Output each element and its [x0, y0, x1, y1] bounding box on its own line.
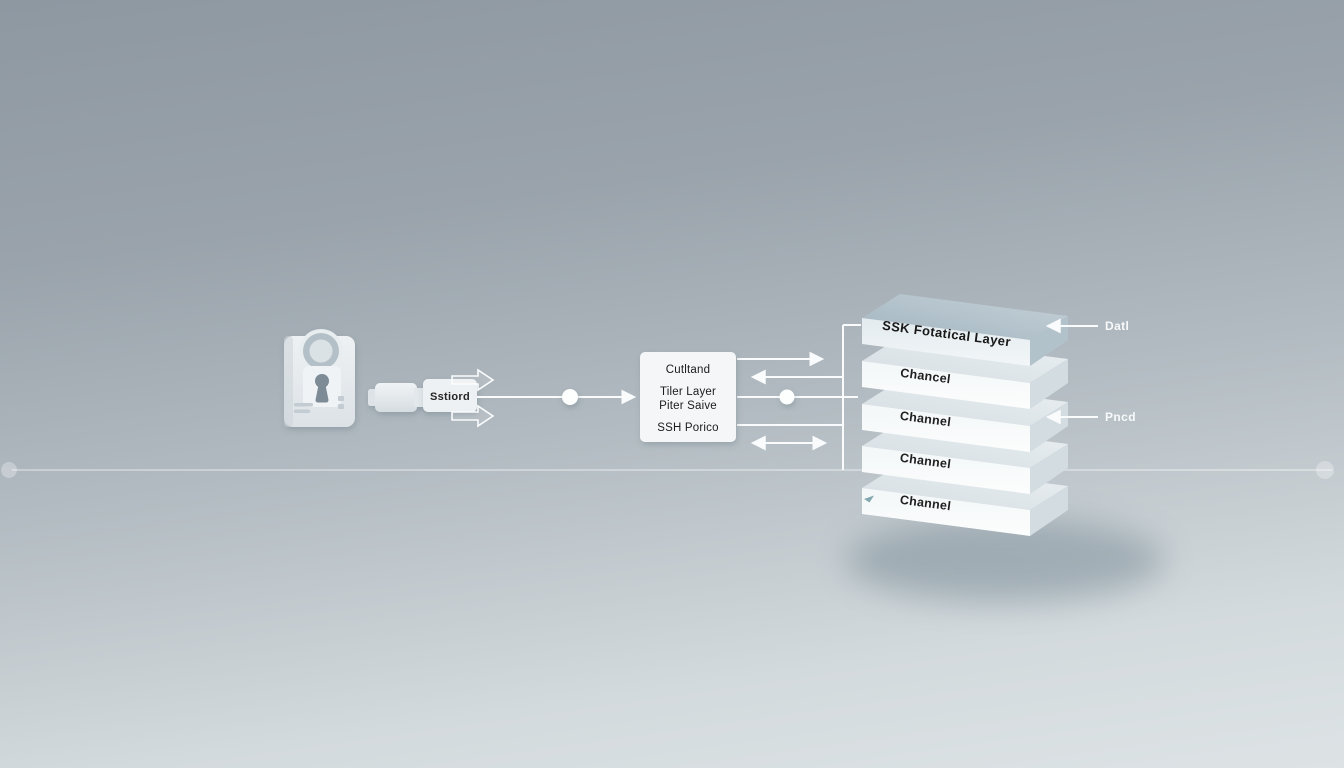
small-arrow-icon — [864, 495, 874, 503]
stack-layer-4-label: Channel — [899, 451, 952, 472]
client-box-line-4: SSH Porico — [657, 422, 718, 434]
callout-data-label: Datl — [1105, 319, 1129, 333]
usb-plug-icon — [368, 383, 430, 412]
lock-ring-icon — [299, 329, 343, 373]
flow-dot-right — [779, 389, 795, 405]
stack-layer-5-label: Channel — [899, 493, 952, 514]
protocol-stack: Channel Channel Channel Chancel — [862, 294, 1068, 536]
keyhole-icon — [303, 366, 341, 407]
client-box-line-2: Tiler Layer — [660, 386, 716, 398]
client-box-line-1: Cutltand — [666, 364, 710, 376]
client-box-line-3: Piter Saive — [659, 400, 717, 412]
baseline-line — [1, 461, 1334, 479]
baseline-left-dot — [1, 462, 17, 478]
flow-dot-left — [562, 389, 578, 405]
token-label: Sstiord — [430, 391, 470, 403]
token-label-box: Sstiord — [423, 379, 477, 412]
stack-layer-3-label: Channel — [899, 409, 952, 430]
client-protocol-box: Cutltand Tiler Layer Piter Saive SSH Por… — [640, 352, 736, 442]
callout-packet-label: Pncd — [1105, 410, 1136, 424]
hollow-arrow-top-icon — [451, 368, 495, 392]
lock-body-edge — [284, 336, 293, 427]
stack-shadow — [845, 518, 1165, 602]
baseline-right-dot — [1316, 461, 1334, 479]
hollow-arrow-bottom-icon — [451, 404, 495, 428]
callout-data: Datl — [1045, 318, 1129, 334]
callout-packet: Pncd — [1045, 409, 1136, 425]
lock-detail-lines — [294, 396, 344, 413]
stack-layer-2-label: Chancel — [899, 366, 951, 387]
flow-lines — [477, 324, 861, 470]
security-lock-device — [284, 329, 355, 427]
hollow-arrows — [451, 368, 495, 428]
